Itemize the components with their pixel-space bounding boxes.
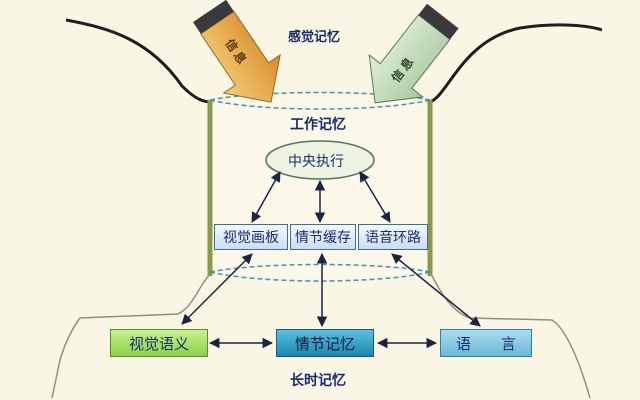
episodic-buffer-box: 情节缓存 bbox=[290, 224, 356, 250]
sensory-memory-boundary-right bbox=[429, 23, 603, 104]
right-info-arrow bbox=[368, 3, 459, 104]
connector-executive-phonological bbox=[359, 171, 391, 223]
sensory-memory-boundary bbox=[65, 18, 213, 104]
connector-executive-visual bbox=[251, 171, 281, 223]
language-box: 语 言 bbox=[440, 329, 532, 357]
sensory-memory-label: 感觉记忆 bbox=[288, 30, 341, 45]
connector-phonological-to-language bbox=[391, 253, 481, 327]
phonological-loop-box: 语音环路 bbox=[358, 224, 428, 250]
episodic-memory-box: 情节记忆 bbox=[276, 329, 374, 357]
visual-sketchpad-box: 视觉画板 bbox=[214, 224, 288, 250]
left-info-arrow bbox=[192, 0, 281, 103]
visual-semantic-box: 视觉语义 bbox=[110, 329, 208, 357]
central-executive-ellipse bbox=[265, 140, 375, 180]
working-memory-label: 工作记忆 bbox=[290, 117, 346, 133]
long-term-memory-label: 长时记忆 bbox=[290, 373, 346, 389]
connector-visual-to-semantic bbox=[181, 253, 253, 325]
central-executive-label: 中央执行 bbox=[288, 154, 344, 170]
